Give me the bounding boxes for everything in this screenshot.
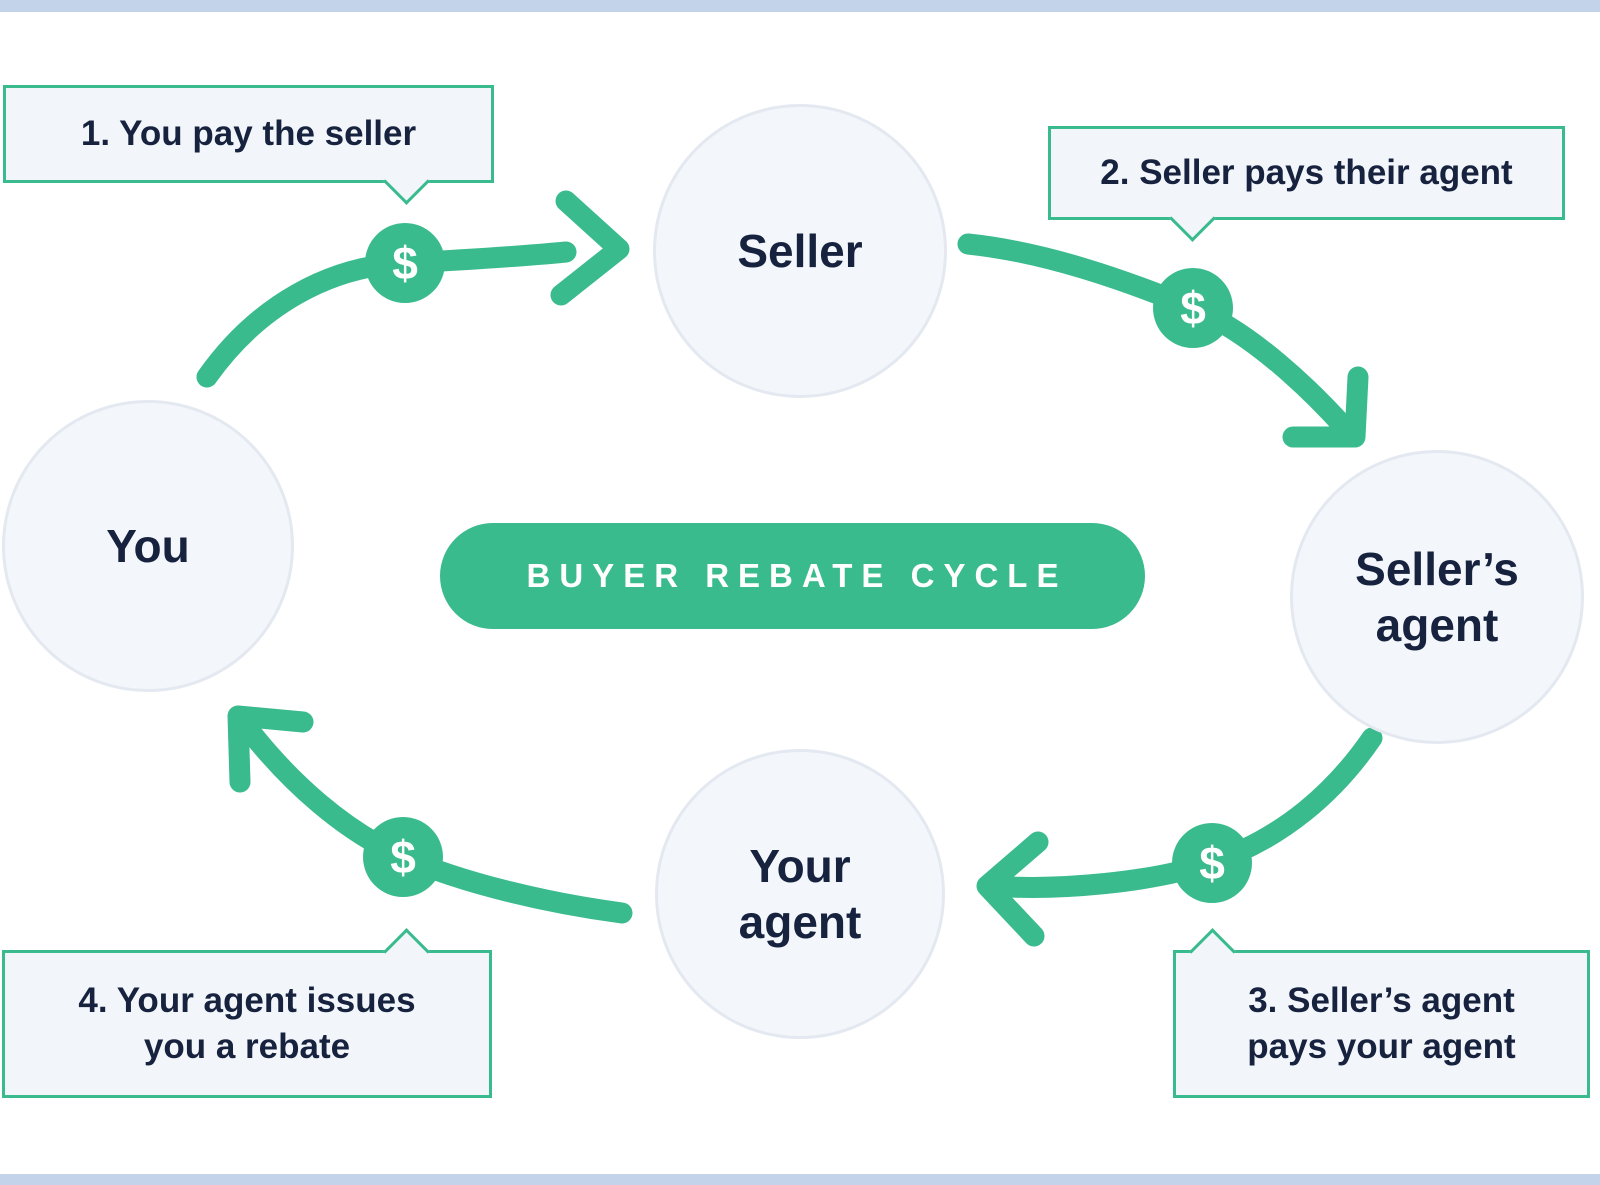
node-sellers-agent-label: Seller’s agent: [1355, 542, 1519, 651]
node-seller-label: Seller: [737, 224, 863, 277]
node-your-agent: Your agent: [655, 749, 945, 1039]
callout-step-3-label: 3. Seller’s agent pays your agent: [1247, 980, 1516, 1066]
dollar-symbol: $: [1199, 837, 1225, 889]
arrowhead-seller-to-sellers-agent: [1282, 366, 1369, 448]
dollar-symbol: $: [390, 831, 416, 883]
dollar-icon: $: [1172, 823, 1252, 903]
dollar-symbol: $: [1180, 282, 1206, 334]
node-your-agent-label: Your agent: [738, 839, 862, 948]
node-seller: Seller: [653, 104, 947, 398]
arrow-your-agent-to-you: [242, 724, 633, 924]
cycle-title: BUYER REBATE CYCLE: [526, 557, 1068, 594]
arrowhead-your-agent-to-you: [227, 705, 314, 793]
callout-step-4-label: 4. Your agent issues you a rebate: [78, 980, 416, 1066]
dollar-symbol: $: [392, 237, 418, 289]
arrowhead-you-to-seller: [550, 190, 630, 306]
arrowhead-sellers-agent-to-your-agent: [976, 831, 1049, 947]
callout-step-2: 2. Seller pays their agent: [1048, 126, 1565, 220]
node-you: You: [2, 400, 294, 692]
callout-step-1-label: 1. You pay the seller: [80, 113, 417, 153]
callout-step-4: 4. Your agent issues you a rebate: [2, 950, 492, 1098]
node-sellers-agent: Seller’s agent: [1290, 450, 1584, 744]
cycle-title-pill: BUYER REBATE CYCLE: [440, 523, 1145, 629]
frame-border-top: [0, 0, 1600, 12]
dollar-icon: $: [365, 223, 445, 303]
frame-border-bottom: [0, 1174, 1600, 1185]
callout-step-2-label: 2. Seller pays their agent: [1100, 152, 1513, 192]
node-you-label: You: [106, 519, 190, 572]
dollar-icon: $: [363, 817, 443, 897]
dollar-icon: $: [1153, 268, 1233, 348]
callout-step-1: 1. You pay the seller: [3, 85, 494, 183]
callout-step-3: 3. Seller’s agent pays your agent: [1173, 950, 1590, 1098]
arrow-seller-to-sellers-agent: [957, 233, 1356, 439]
